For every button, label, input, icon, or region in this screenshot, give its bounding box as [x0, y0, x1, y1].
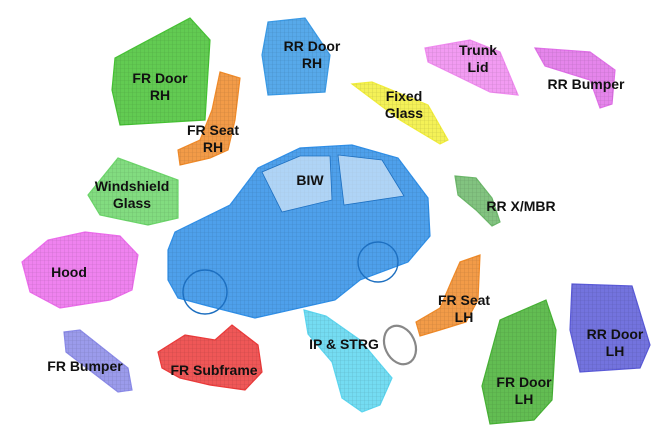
fr-door-lh-part [481, 299, 557, 425]
biw-part [167, 144, 431, 319]
label-rr-bumper: RR Bumper [547, 76, 625, 92]
rr-x-mbr-part [454, 175, 501, 227]
label-rr-x-mbr: RR X/MBR [486, 198, 556, 214]
label-fr-bumper: FR Bumper [47, 358, 123, 374]
label-fr-subframe: FR Subframe [170, 362, 258, 378]
rr-door-lh-part [569, 283, 651, 373]
trunk-lid-part [424, 39, 519, 96]
rr-door-rh-part [261, 17, 331, 96]
fr-bumper-part [63, 329, 133, 393]
label-hood: Hood [51, 264, 87, 280]
windshield-glass-part [87, 157, 179, 226]
rr-bumper-part [533, 47, 616, 109]
fixed-glass-part [350, 81, 449, 145]
label-ip-strg: IP & STRG [309, 336, 379, 352]
fr-subframe-part [157, 324, 263, 391]
ip-strg-part [303, 309, 418, 413]
hood-part [21, 231, 139, 309]
fr-seat-rh-part [177, 71, 241, 166]
label-biw: BIW [296, 172, 324, 188]
fr-door-rh-part [111, 17, 211, 126]
fr-seat-lh-part [415, 254, 481, 337]
